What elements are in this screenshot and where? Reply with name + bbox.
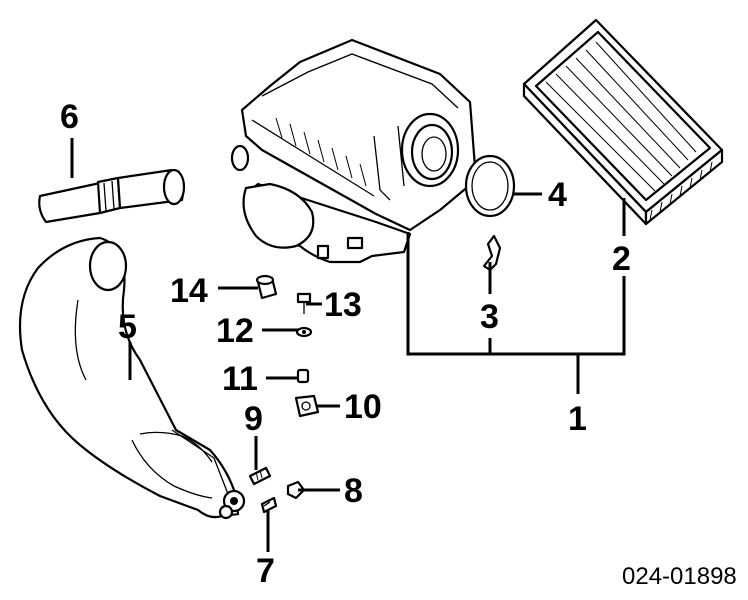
screw-part-7	[260, 496, 278, 514]
air-cleaner-housing-part	[230, 38, 478, 264]
callout-1: 1	[568, 400, 587, 438]
callout-6: 6	[60, 98, 79, 136]
callout-12: 12	[216, 312, 254, 350]
callout-8: 8	[344, 472, 363, 510]
callout-9: 9	[244, 400, 263, 438]
spacer-part-11	[296, 368, 310, 384]
callout-2: 2	[612, 240, 631, 278]
intake-tube-part	[38, 168, 186, 224]
seal-ring-part	[464, 154, 516, 218]
callout-14: 14	[170, 272, 208, 310]
washer-part-12	[295, 326, 313, 338]
leader-lines	[70, 138, 626, 552]
bolt-part-13	[296, 292, 312, 314]
callout-11: 11	[222, 360, 258, 398]
grommet-part-10	[294, 394, 320, 418]
callout-3: 3	[480, 298, 499, 336]
callout-5: 5	[118, 308, 137, 346]
callout-7: 7	[256, 552, 275, 590]
nut-part-8	[286, 480, 306, 500]
callout-10: 10	[344, 388, 382, 426]
callout-labels: 6 5 14 13 12 11 10 9 8 7 4 3 2 1	[60, 98, 631, 590]
clip-part	[482, 234, 502, 272]
stud-part-9	[248, 466, 272, 486]
intake-hose-part	[18, 236, 246, 520]
callout-4: 4	[548, 176, 567, 214]
callout-13: 13	[324, 286, 362, 324]
diagram-reference-number: 024-01898	[622, 563, 737, 590]
air-filter-element-part	[522, 18, 724, 226]
cap-part-14	[255, 274, 278, 300]
